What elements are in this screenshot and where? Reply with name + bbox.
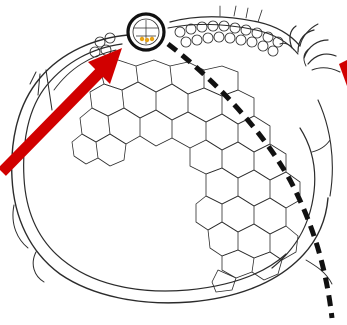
highlight-dot — [145, 38, 149, 42]
highlight-dot — [140, 37, 144, 41]
cell-network — [72, 60, 300, 292]
trichome-tuft — [280, 24, 340, 72]
arrow-left — [2, 48, 122, 172]
arrow-right — [339, 60, 347, 86]
highlight-circle — [128, 14, 164, 50]
dashed-cut-line — [168, 44, 332, 318]
highlight-dot — [150, 37, 154, 41]
